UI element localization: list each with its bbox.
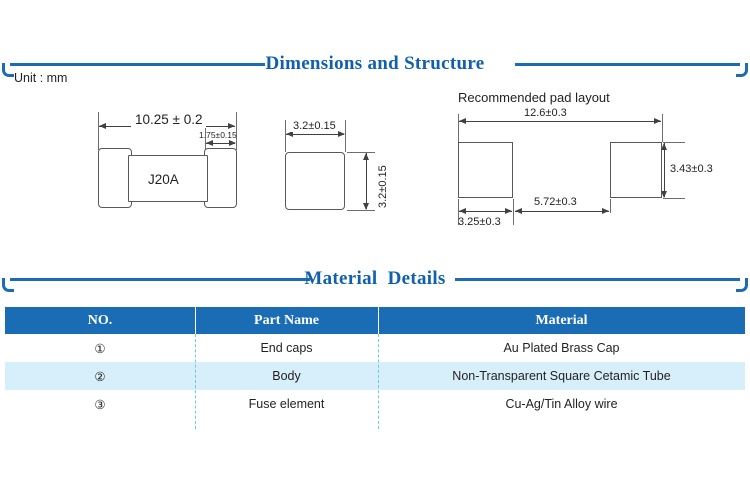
pad-bext-3: [610, 199, 611, 213]
ext-line-left: [98, 112, 99, 150]
dimensions-section-header: Dimensions and Structure: [0, 51, 750, 79]
pad-arrow-g-left: [515, 208, 522, 214]
fuse-end-cap-left: [98, 148, 132, 208]
material-details-table: NO. Part Name Material ① End caps Au Pla…: [5, 307, 745, 429]
table-row: ② Body Non-Transparent Square Cetamic Tu…: [5, 362, 745, 390]
rule-hook-right: [736, 63, 748, 77]
pad-arrow-down: [661, 191, 667, 198]
pad-dim-line-width: [459, 211, 512, 212]
rule-right: [515, 63, 740, 66]
pad-arrow-overall-left: [459, 118, 466, 124]
fuse-end-cap-right: [204, 148, 237, 208]
pad-arrow-up: [661, 143, 667, 150]
column-divider-1: [195, 334, 196, 429]
row-material: Non-Transparent Square Cetamic Tube: [452, 369, 671, 383]
arrow-cap-left: [206, 140, 213, 146]
table-header-material: Material: [535, 312, 588, 328]
dim-pad-gap: 5.72±0.3: [531, 196, 580, 208]
end-dim-line-width: [286, 134, 344, 135]
rule2-hook-left: [2, 278, 14, 292]
rule2-hook-right: [736, 278, 748, 292]
pad-ext-top: [663, 142, 685, 143]
end-view-square: [285, 152, 345, 210]
section-title-material: Material Details: [304, 268, 446, 289]
pad-dim-line-gap: [515, 211, 609, 212]
unit-label: Unit : mm: [14, 71, 68, 85]
pad-left: [458, 142, 513, 198]
row-part-name: Fuse element: [248, 397, 325, 411]
header-divider-1: [195, 307, 196, 334]
pad-bext-2: [513, 199, 514, 225]
material-section-header: Material Details: [0, 266, 750, 294]
column-divider-2: [378, 334, 379, 429]
row-no: ②: [94, 369, 106, 384]
dim-cap-width: 1.75±0.15: [199, 130, 237, 140]
row-material: Au Plated Brass Cap: [503, 341, 620, 355]
dim-pad-height: 3.43±0.3: [670, 163, 713, 175]
row-part-name: End caps: [260, 341, 313, 355]
arrow-overall-left: [99, 123, 106, 129]
table-header-part-name: Part Name: [254, 312, 319, 328]
dim-end-height: 3.2±0.15: [377, 165, 389, 208]
table-header-no: NO.: [87, 312, 113, 328]
pad-ext-right: [662, 114, 663, 142]
end-dim-line-height: [366, 153, 367, 209]
pad-arrow-overall-right: [654, 118, 661, 124]
table-header-row: NO. Part Name Material: [5, 307, 745, 334]
ext-line-right: [236, 112, 237, 150]
row-part-name: Body: [272, 369, 301, 383]
arrow-overall-right: [228, 123, 235, 129]
pad-bext-1: [458, 199, 459, 225]
fuse-body: [128, 155, 208, 202]
end-ext-bottom: [347, 210, 375, 211]
end-ext-right: [345, 120, 346, 152]
table-row: ③ Fuse element Cu-Ag/Tin Alloy wire: [5, 390, 745, 418]
end-arrow-up: [363, 153, 369, 160]
end-arrow-left: [286, 131, 293, 137]
pad-dim-line-height: [664, 143, 665, 197]
header-divider-2: [378, 307, 379, 334]
table-row: ① End caps Au Plated Brass Cap: [5, 334, 745, 362]
end-ext-top: [347, 152, 375, 153]
pad-dim-line-overall: [459, 121, 661, 122]
dim-end-width: 3.2±0.15: [291, 120, 338, 132]
pad-arrow-w-left: [459, 208, 466, 214]
end-arrow-down: [363, 203, 369, 210]
row-no: ③: [94, 397, 106, 412]
arrow-cap-right: [229, 140, 236, 146]
row-no: ①: [94, 341, 106, 356]
ext-line-cap: [205, 128, 206, 152]
fuse-marking: J20A: [148, 172, 179, 187]
rule-left: [10, 63, 265, 66]
pad-arrow-g-right: [602, 208, 609, 214]
end-ext-left: [285, 120, 286, 152]
end-arrow-right: [338, 131, 345, 137]
pad-arrow-w-right: [505, 208, 512, 214]
rule-hook-left: [2, 63, 14, 77]
dim-pad-overall: 12.6±0.3: [521, 107, 570, 119]
pad-right: [610, 142, 662, 198]
pad-layout-title: Recommended pad layout: [458, 90, 610, 105]
section-title-dimensions: Dimensions and Structure: [265, 53, 485, 74]
pad-ext-left: [458, 114, 459, 142]
pad-ext-bot: [663, 198, 685, 199]
dim-overall-length: 10.25 ± 0.2: [131, 112, 207, 127]
rule2-right: [455, 278, 740, 281]
row-material: Cu-Ag/Tin Alloy wire: [505, 397, 618, 411]
rule2-left: [10, 278, 310, 281]
dim-pad-width: 3.25±0.3: [458, 216, 501, 228]
dim-line-cap: [206, 143, 235, 144]
